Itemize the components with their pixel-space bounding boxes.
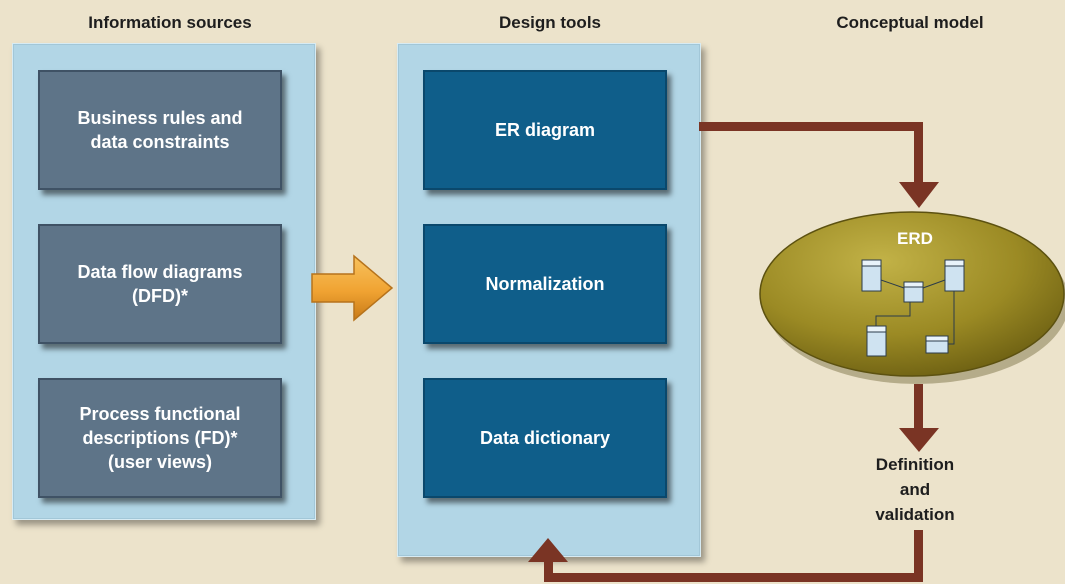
data-dictionary-box: Data dictionary (423, 378, 667, 498)
er-to-erd-line-vertical (914, 122, 923, 185)
erd-to-validation-line (914, 384, 923, 432)
orange-flow-arrow (311, 254, 394, 322)
process-functional-descriptions-label: Process functional descriptions (FD)* (u… (79, 404, 241, 472)
business-rules-label: Business rules and data constraints (77, 108, 243, 152)
business-rules-box: Business rules and data constraints (38, 70, 282, 190)
validation-return-line-horizontal (544, 573, 923, 582)
data-flow-diagrams-label: Data flow diagrams (DFD)* (77, 262, 243, 306)
validation-return-arrowhead (528, 538, 568, 562)
normalization-box: Normalization (423, 224, 667, 344)
definition-and-validation-label: Definition and validation (875, 455, 955, 524)
er-to-erd-line-horizontal (699, 122, 923, 131)
header-information-sources: Information sources (88, 13, 252, 32)
erd-label: ERD (897, 229, 933, 248)
er-diagram-box: ER diagram (423, 70, 667, 190)
normalization-label: Normalization (485, 274, 605, 294)
erd-to-validation-arrowhead (899, 428, 939, 452)
er-diagram-label: ER diagram (494, 120, 596, 140)
validation-return-line-down (914, 530, 923, 582)
header-design-tools: Design tools (498, 13, 601, 32)
data-dictionary-label: Data dictionary (479, 428, 611, 448)
process-functional-descriptions-box: Process functional descriptions (FD)* (u… (38, 378, 282, 498)
header-conceptual-model: Conceptual model (836, 13, 984, 32)
er-to-erd-arrowhead (899, 182, 939, 208)
data-flow-diagrams-box: Data flow diagrams (DFD)* (38, 224, 282, 344)
validation-return-line-up (544, 560, 553, 582)
erd-entities-icon (861, 259, 965, 357)
